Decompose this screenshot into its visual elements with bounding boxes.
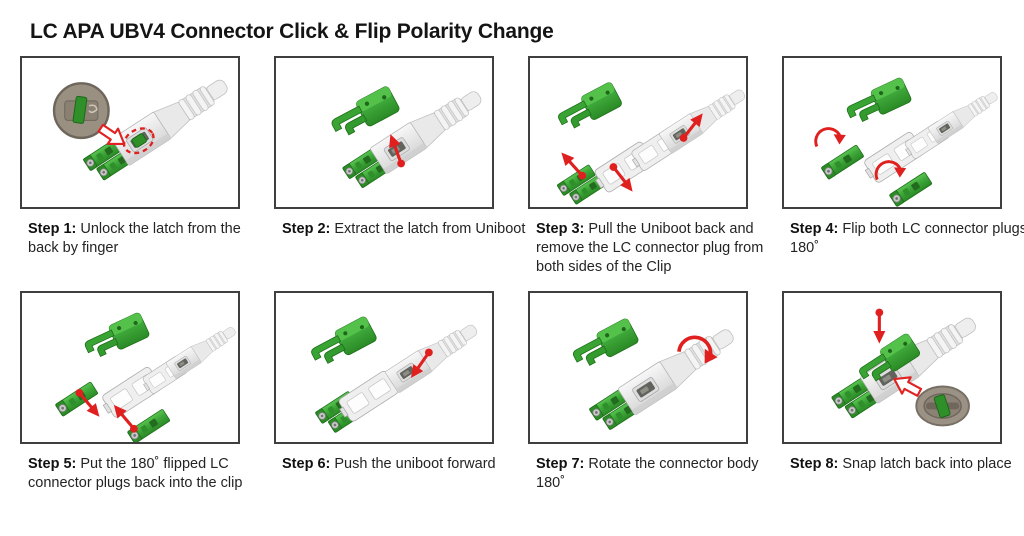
latch-clip — [307, 315, 379, 371]
step-6-cell: Step 6: Push the uniboot forward — [274, 291, 496, 474]
step-5-caption-text: Put the 180˚ flipped LC connector plugs … — [28, 456, 243, 492]
magnifier-detail-icon — [915, 385, 970, 427]
flip-arrow-left-icon — [810, 121, 850, 154]
page-title: LC APA UBV4 Connector Click & Flip Polar… — [30, 20, 554, 43]
step-6-illustration — [307, 315, 483, 442]
step-8-caption-label: Step 8: — [790, 456, 839, 472]
step-3-caption-text: Pull the Uniboot back and remove the LC … — [536, 221, 764, 276]
step-5-cell: Step 5: Put the 180˚ flipped LC connecto… — [20, 291, 242, 493]
step-5-panel — [20, 291, 240, 444]
step-7-panel — [528, 291, 748, 444]
snap-arrow-icon — [871, 307, 887, 346]
step-2-illustration — [327, 58, 492, 207]
step-7-caption: Step 7: Rotate the connector body 180˚ — [536, 455, 782, 493]
step-1-caption: Step 1: Unlock the latch from the back b… — [28, 220, 274, 258]
uniboot-body — [927, 86, 1000, 145]
step-6-caption-text: Push the uniboot forward — [334, 456, 496, 472]
step-3-caption: Step 3: Pull the Uniboot back and remove… — [536, 220, 782, 277]
step-7-illustration — [569, 317, 746, 442]
step-3-illustration — [554, 80, 746, 207]
uniboot-body — [165, 321, 238, 380]
step-4-caption-text: Flip both LC connector plugs 180˚ — [790, 221, 1024, 257]
latch-clip — [81, 311, 151, 363]
step-4-illustration — [810, 76, 1000, 207]
step-8-illustration — [784, 307, 1000, 427]
step-4-caption: Step 4: Flip both LC connector plugs 180… — [790, 220, 1024, 258]
lc-plug-right — [888, 171, 933, 207]
step-3-panel — [528, 56, 748, 209]
latch-clip — [843, 76, 913, 128]
step-4-cell: Step 4: Flip both LC connector plugs 180… — [782, 56, 1024, 258]
step-5-illustration — [54, 311, 238, 442]
step-7-caption-label: Step 7: — [536, 456, 585, 472]
step-2-caption-label: Step 2: — [282, 221, 331, 237]
step-3-cell: Step 3: Pull the Uniboot back and remove… — [528, 56, 763, 277]
step-6-caption-label: Step 6: — [282, 456, 331, 472]
step-2-caption-text: Extract the latch from Uniboot — [334, 221, 526, 237]
latch-clip — [569, 317, 640, 373]
lc-plug-left — [820, 144, 865, 180]
step-4-panel — [782, 56, 1002, 209]
step-8-panel — [782, 291, 1002, 444]
step-1-illustration — [52, 58, 238, 207]
step-6-panel — [274, 291, 494, 444]
step-1-cell: Step 1: Unlock the latch from the back b… — [20, 56, 241, 258]
step-6-caption: Step 6: Push the uniboot forward — [282, 455, 528, 474]
step-7-cell: Step 7: Rotate the connector body 180˚ — [528, 291, 758, 493]
uniboot-body — [658, 82, 746, 154]
latch-clip — [554, 80, 624, 135]
step-1-caption-label: Step 1: — [28, 221, 77, 237]
step-1-caption-text: Unlock the latch from the back by finger — [28, 221, 241, 257]
step-5-caption: Step 5: Put the 180˚ flipped LC connecto… — [28, 455, 274, 493]
step-2-caption: Step 2: Extract the latch from Uniboot — [282, 220, 528, 239]
step-5-caption-label: Step 5: — [28, 456, 77, 472]
uniboot-body — [384, 317, 483, 394]
step-7-caption-text: Rotate the connector body 180˚ — [536, 456, 759, 492]
step-1-panel — [20, 56, 240, 209]
step-2-cell: Step 2: Extract the latch from Uniboot — [274, 56, 525, 239]
step-8-cell: Step 8: Snap latch back into place — [782, 291, 1012, 474]
step-8-caption: Step 8: Snap latch back into place — [790, 455, 1024, 474]
step-3-caption-label: Step 3: — [536, 221, 585, 237]
step-8-caption-text: Snap latch back into place — [842, 456, 1012, 472]
latch-clip — [327, 84, 401, 143]
step-4-caption-label: Step 4: — [790, 221, 839, 237]
step-2-panel — [274, 56, 494, 209]
